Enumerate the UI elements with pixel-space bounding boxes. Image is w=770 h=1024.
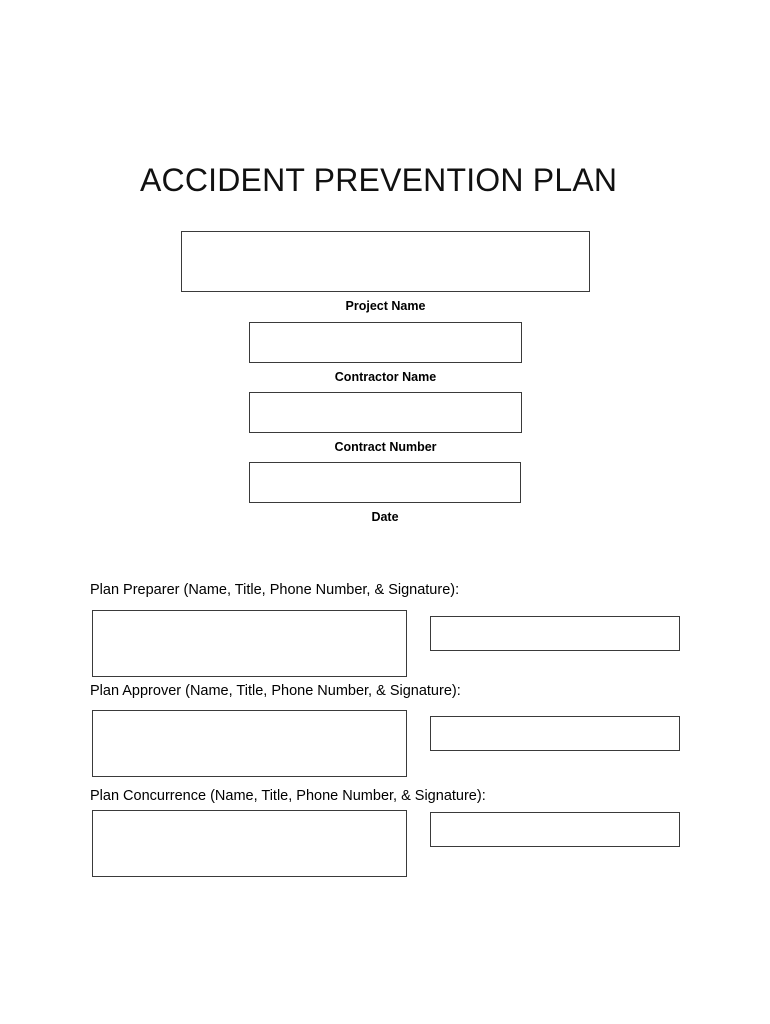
plan-preparer-signature-field[interactable]	[430, 616, 680, 651]
contract-number-caption: Contract Number	[334, 440, 437, 454]
date-field[interactable]	[249, 462, 521, 503]
plan-preparer-label: Plan Preparer (Name, Title, Phone Number…	[90, 582, 460, 598]
plan-concurrence-label: Plan Concurrence (Name, Title, Phone Num…	[90, 788, 486, 804]
plan-preparer-details-field[interactable]	[92, 610, 407, 677]
contractor-name-caption: Contractor Name	[334, 370, 437, 384]
plan-approver-details-field[interactable]	[92, 710, 407, 777]
project-name-field[interactable]	[181, 231, 590, 292]
project-name-caption: Project Name	[345, 299, 426, 313]
plan-concurrence-details-field[interactable]	[92, 810, 407, 877]
plan-approver-label: Plan Approver (Name, Title, Phone Number…	[90, 683, 461, 699]
contractor-name-field[interactable]	[249, 322, 522, 363]
plan-concurrence-signature-field[interactable]	[430, 812, 680, 847]
page-title: ACCIDENT PREVENTION PLAN	[140, 162, 618, 198]
plan-approver-signature-field[interactable]	[430, 716, 680, 751]
contract-number-field[interactable]	[249, 392, 522, 433]
date-caption: Date	[371, 510, 399, 524]
